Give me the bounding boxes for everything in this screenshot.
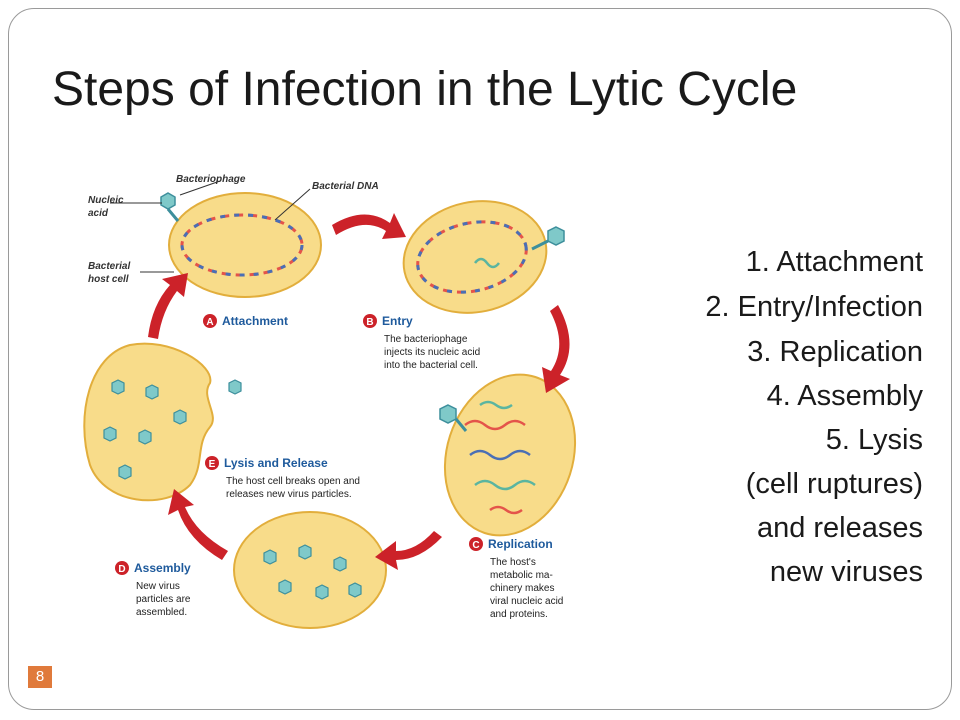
lytic-cycle-diagram: Bacteriophage Bacterial DNA Nucleic acid…: [83, 174, 577, 629]
cell-entry: [402, 200, 565, 314]
stage-desc-line: The bacteriophage: [384, 334, 468, 345]
stage-desc-line: releases new virus particles.: [226, 489, 352, 500]
step-attachment: 1. Attachment: [745, 246, 923, 278]
stage-entry: B Entry The bacteriophage injects its nu…: [363, 314, 480, 371]
arrow-c-to-d: [375, 531, 442, 570]
stage-replication: C Replication The host's metabolic ma- c…: [469, 537, 563, 620]
callout-host-cell-1: Bacterial: [88, 261, 130, 272]
arrow-a-to-b: [332, 213, 406, 239]
stage-desc-line: assembled.: [136, 607, 187, 618]
stage-assembly: D Assembly New virus particles are assem…: [115, 561, 191, 618]
cell-attachment: [160, 192, 322, 298]
arrow-e-to-a: [148, 273, 188, 339]
slide-number-badge: 8: [28, 666, 52, 688]
steps-list: 1. Attachment 2. Entry/Infection 3. Repl…: [705, 240, 923, 594]
bacteriophage-icon: [439, 404, 468, 432]
slide-frame: [8, 8, 952, 710]
stage-desc-line: New virus: [136, 581, 180, 592]
slide-title: Steps of Infection in the Lytic Cycle: [52, 63, 798, 116]
stage-title: Assembly: [134, 561, 191, 575]
callout-host-cell-2: host cell: [88, 274, 129, 285]
stage-desc-line: The host cell breaks open and: [226, 476, 360, 487]
bacteriophage-icon: [531, 226, 565, 251]
callout-nucleic-acid-2: acid: [88, 208, 109, 219]
stage-title: Lysis and Release: [224, 456, 328, 470]
stage-title: Attachment: [222, 314, 288, 328]
stage-attachment: A Attachment: [203, 314, 288, 328]
stage-letter: D: [118, 564, 125, 575]
arrow-b-to-c: [542, 305, 570, 393]
stage-letter: A: [206, 317, 213, 328]
cell-lysis: [83, 342, 242, 502]
step-lysis-detail-2: and releases: [756, 512, 923, 544]
stage-title: Replication: [488, 537, 553, 551]
step-lysis: 5. Lysis: [825, 424, 923, 456]
cell-assembly: [233, 511, 387, 629]
step-replication: 3. Replication: [747, 336, 923, 368]
stage-title: Entry: [382, 314, 413, 328]
callout-bacteriophage: Bacteriophage: [176, 174, 246, 185]
stage-desc-line: viral nucleic acid: [490, 596, 563, 607]
step-entry-infection: 2. Entry/Infection: [705, 291, 923, 323]
arrow-d-to-e: [168, 489, 228, 560]
cycle-arrows: [148, 213, 570, 570]
stage-desc-line: into the bacterial cell.: [384, 360, 478, 371]
stage-desc-line: injects its nucleic acid: [384, 347, 480, 358]
callout-nucleic-acid-1: Nucleic: [88, 195, 124, 206]
stage-desc-line: particles are: [136, 594, 191, 605]
stage-desc-line: and proteins.: [490, 609, 548, 620]
bacteriophage-icon: [160, 192, 180, 222]
stage-lysis-and-release: E Lysis and Release The host cell breaks…: [205, 456, 360, 500]
stage-desc-line: The host's: [490, 557, 536, 568]
stage-letter: E: [209, 459, 216, 470]
stage-desc-line: metabolic ma-: [490, 570, 553, 581]
stage-letter: C: [472, 540, 479, 551]
callout-lines: [110, 180, 311, 273]
step-lysis-detail-3: new viruses: [769, 556, 923, 588]
callout-bacterial-dna: Bacterial DNA: [312, 181, 379, 192]
stage-desc-line: chinery makes: [490, 583, 554, 594]
step-assembly: 4. Assembly: [766, 380, 923, 412]
step-lysis-detail-1: (cell ruptures): [745, 468, 923, 500]
cell-replication: [439, 373, 577, 537]
stage-letter: B: [366, 317, 373, 328]
